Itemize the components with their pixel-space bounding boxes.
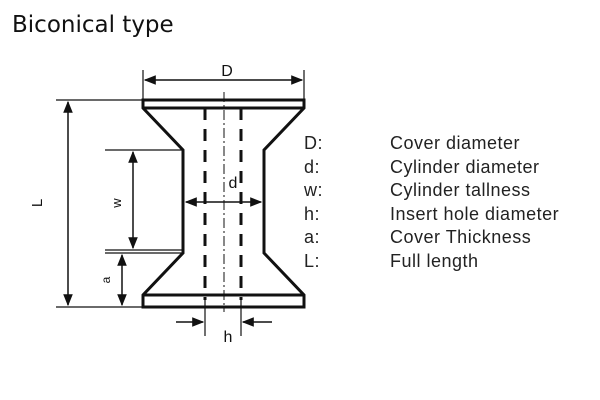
legend-key: h: <box>304 203 321 224</box>
legend-row: D: Cover diameter <box>304 132 559 156</box>
legend-row: d: Cylinder diameter <box>304 156 559 180</box>
legend-desc: Cover diameter <box>390 133 521 153</box>
legend-desc: Cover Thickness <box>390 227 532 247</box>
dim-label-h: h <box>224 329 233 346</box>
legend-key: w: <box>304 180 323 200</box>
dim-label-D: D <box>221 63 233 80</box>
legend-row: h: Insert hole diameter <box>304 203 559 227</box>
legend-row: w: Cylinder tallness <box>304 179 559 203</box>
legend-row: L: Full length <box>304 250 559 274</box>
dim-label-L: L <box>29 199 46 207</box>
legend-desc: Cylinder tallness <box>390 180 531 200</box>
diagram-title: Biconical type <box>12 12 174 38</box>
dim-label-a: a <box>99 276 113 283</box>
legend-key: L: <box>304 250 321 271</box>
legend-key: d: <box>304 156 321 177</box>
legend-desc: Cylinder diameter <box>390 156 540 177</box>
legend-key: D: <box>304 133 323 153</box>
dim-label-d: d <box>229 175 238 192</box>
legend-key: a: <box>304 227 321 247</box>
legend-row: a: Cover Thickness <box>304 226 559 250</box>
legend-desc: Insert hole diameter <box>390 203 560 224</box>
dim-label-w: w <box>109 198 124 209</box>
legend-desc: Full length <box>390 250 479 271</box>
legend: D: Cover diameter d: Cylinder diameter w: C… <box>304 132 559 273</box>
